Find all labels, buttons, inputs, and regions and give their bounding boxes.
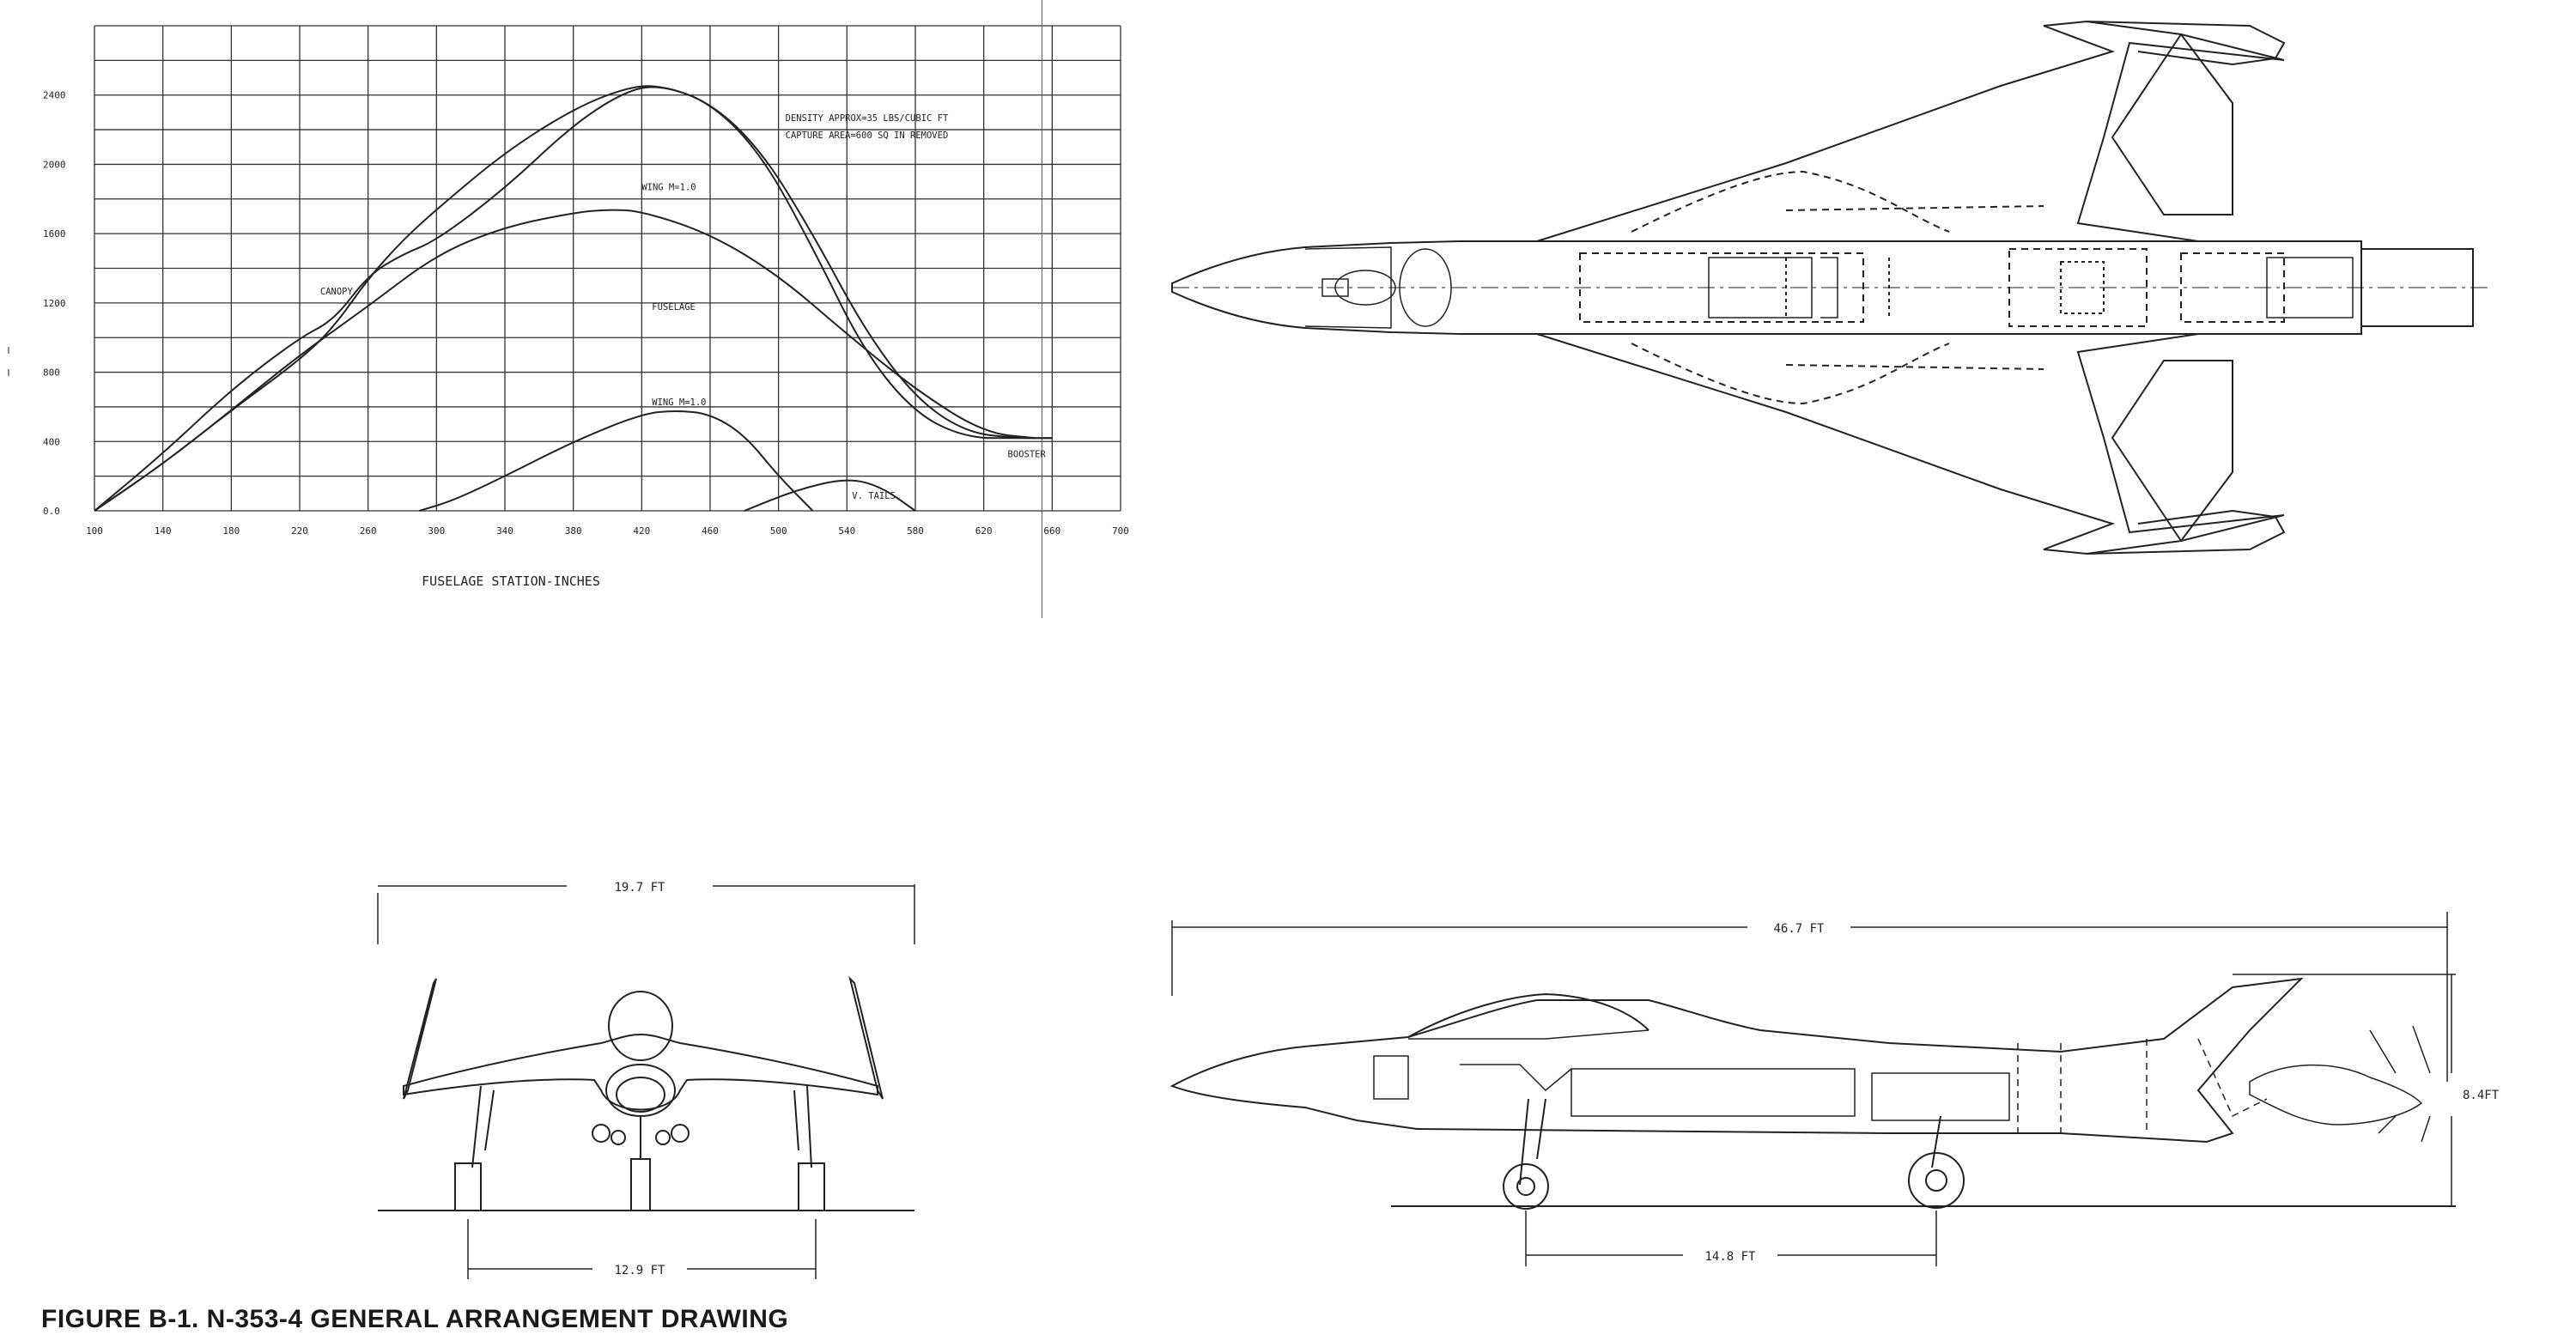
chart-annotation: V. TAILS — [852, 491, 896, 501]
chart-annotations: DENSITY APPROX=35 LBS/CUBIC FT CAPTURE AR… — [8, 113, 1047, 501]
x-tick-label: 660 — [1043, 525, 1060, 537]
series-line-5 — [744, 479, 916, 512]
x-tick-label: 700 — [1112, 525, 1129, 537]
x-tick-label: 300 — [428, 525, 445, 537]
chart-annotation: FUSELAGE — [652, 302, 696, 312]
area-distribution-chart: 100 140 180 220 260 300 340 380 420 460 500 540 580 6… — [8, 0, 1129, 618]
x-tick-label: 580 — [907, 525, 924, 537]
series-line-1 — [94, 85, 1053, 512]
chart-annotation: DENSITY APPROX=35 LBS/CUBIC FT — [786, 113, 949, 124]
y-tick-label: 1600 — [43, 228, 66, 240]
chart-series — [94, 85, 1053, 512]
x-tick-label: 140 — [155, 525, 172, 537]
x-tick-label: 380 — [565, 525, 582, 537]
chart-annotation: CANOPY — [320, 287, 354, 297]
x-axis-label: FUSELAGE STATION-INCHES — [422, 573, 600, 589]
x-tick-label: 420 — [633, 525, 650, 537]
series-line-4 — [419, 410, 814, 512]
x-tick-label: 220 — [291, 525, 308, 537]
series-line-2 — [94, 86, 1053, 512]
y-tick-label: 800 — [43, 367, 60, 379]
chart-annotation: WING M=1.0 — [641, 183, 696, 193]
figure-caption: FIGURE B-1. N-353-4 GENERAL ARRANGEMENT … — [41, 1305, 789, 1333]
chart-annotation: CAPTURE AREA=600 SQ IN REMOVED — [786, 130, 949, 141]
chart-annotation: WING M=1.0 — [652, 397, 706, 408]
x-tick-label: 500 — [770, 525, 787, 537]
x-tick-label: 620 — [975, 525, 993, 537]
x-tick-label: 340 — [496, 525, 513, 537]
x-tick-label: 540 — [838, 525, 855, 537]
side-height-dimension: 8.4FT — [2463, 1089, 2500, 1102]
side-length-dimension: 46.7 FT — [1773, 922, 1825, 936]
top-view — [1171, 20, 2490, 555]
series-line-3 — [94, 209, 1036, 512]
chart-ticks: 100 140 180 220 260 300 340 380 420 460 500 540 580 6… — [43, 90, 1129, 537]
front-view — [377, 884, 915, 1279]
y-tick-label: 1200 — [43, 298, 66, 309]
chart-annotation: BOOSTER — [1008, 449, 1047, 459]
front-track-dimension: 12.9 FT — [614, 1264, 665, 1277]
y-tick-label: 2000 — [43, 159, 66, 170]
y-tick-label: 2400 — [43, 90, 66, 101]
side-view — [1170, 912, 2456, 1266]
front-span-dimension: 19.7 FT — [614, 881, 665, 895]
x-tick-label: 180 — [222, 525, 240, 537]
chart-grid — [94, 0, 1121, 618]
x-tick-label: 460 — [702, 525, 719, 537]
x-tick-label: 100 — [86, 525, 103, 537]
y-tick-label: 0.0 — [43, 506, 60, 517]
x-tick-label: 260 — [360, 525, 377, 537]
side-wheelbase-dimension: 14.8 FT — [1704, 1250, 1756, 1264]
y-tick-label: 400 — [43, 436, 60, 447]
